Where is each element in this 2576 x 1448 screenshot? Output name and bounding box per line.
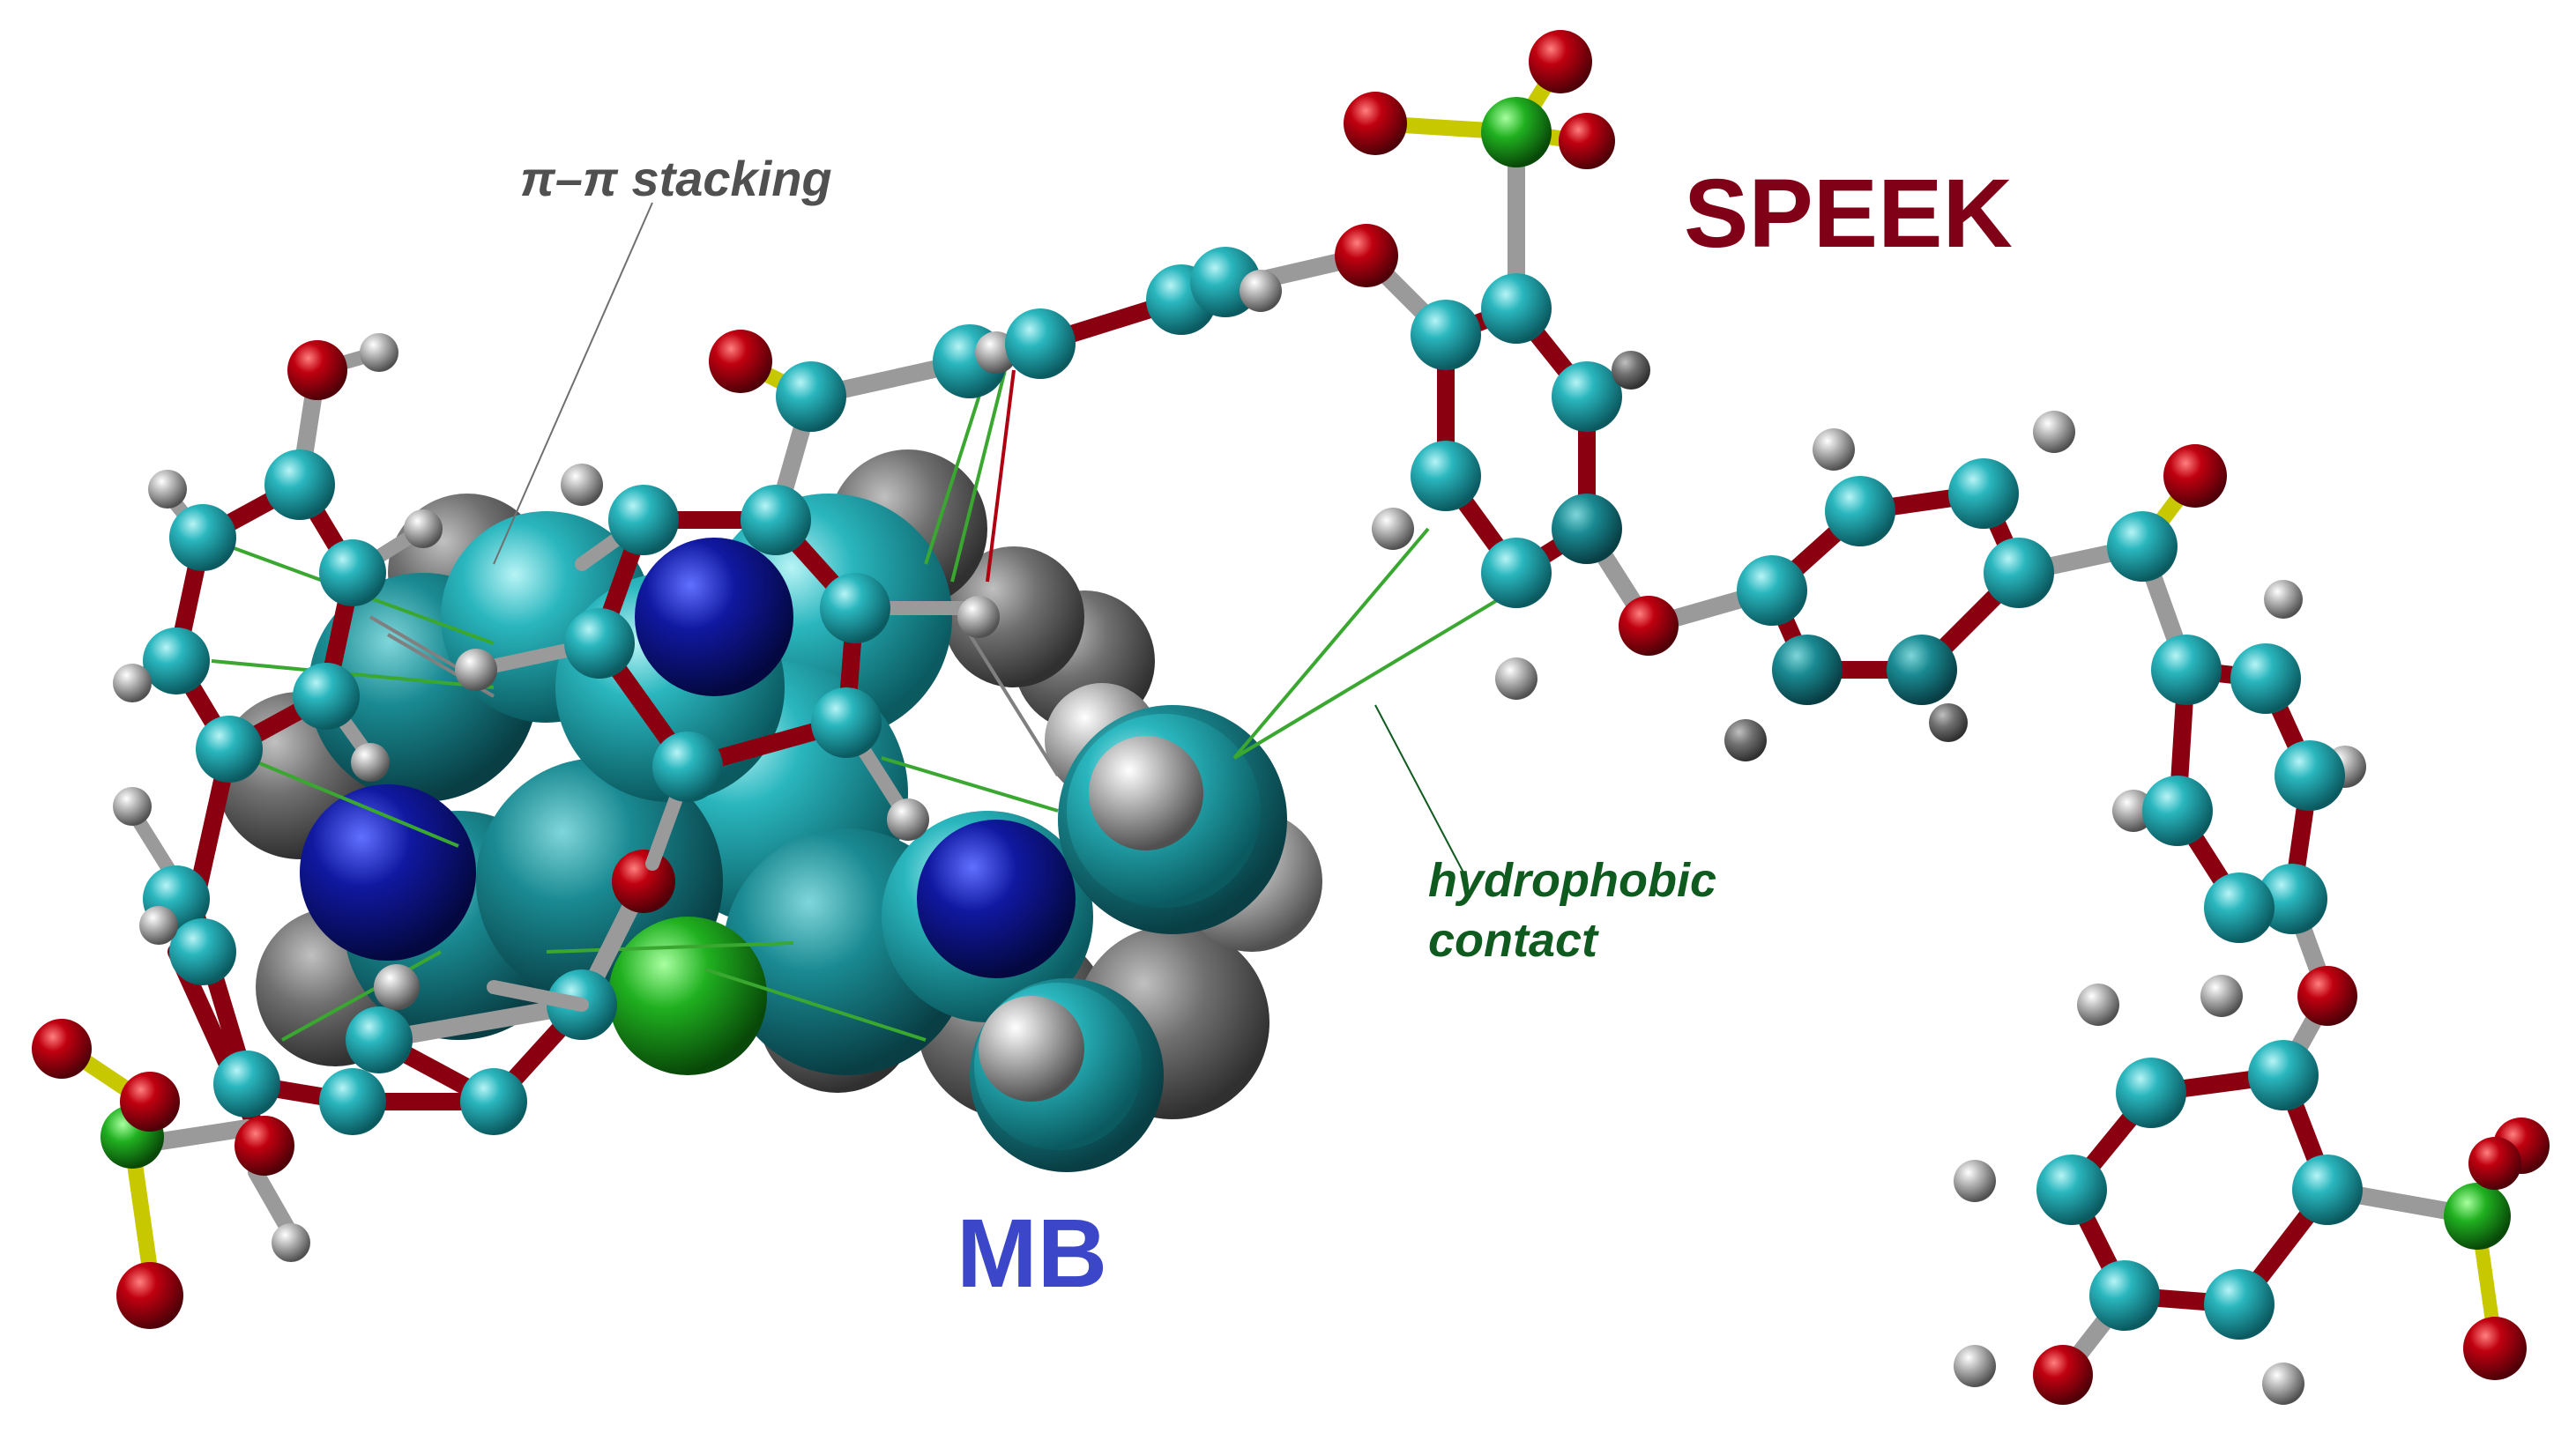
pi-stacking-label: π–π stacking — [520, 151, 832, 206]
mb-label: MB — [957, 1199, 1107, 1308]
hydrophobic-contact-label-line2: contact — [1428, 914, 1599, 967]
speek-label: SPEEK — [1684, 160, 2013, 268]
speek-left-fragment — [32, 333, 675, 1329]
speek-bridge — [455, 224, 1455, 1012]
speek-right-chain — [1344, 30, 2550, 1405]
hydrophobic-contact-label-line1: hydrophobic — [1428, 854, 1716, 907]
